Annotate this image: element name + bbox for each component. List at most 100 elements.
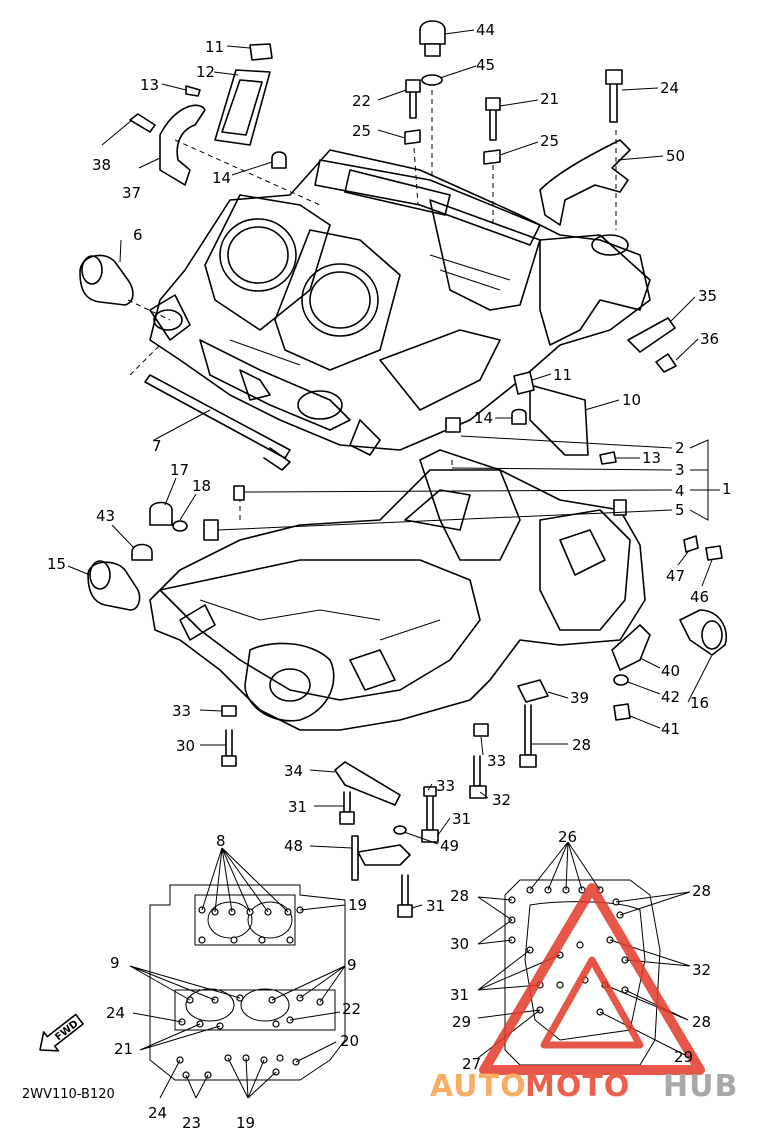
guide-35 bbox=[627, 317, 676, 353]
callout-22: 22 bbox=[352, 92, 371, 110]
callout-35: 35 bbox=[698, 287, 717, 305]
plug-17 bbox=[149, 501, 173, 526]
callout-43: 43 bbox=[96, 507, 115, 525]
plate-34 bbox=[334, 761, 401, 806]
callout-8: 8 bbox=[216, 832, 226, 850]
bolts-top bbox=[404, 69, 623, 165]
callout-10: 10 bbox=[622, 391, 641, 409]
callout-12: 12 bbox=[196, 63, 215, 81]
bolt-pattern-left bbox=[149, 884, 346, 1081]
callout-32: 32 bbox=[492, 791, 511, 809]
callout-25b: 25 bbox=[540, 132, 559, 150]
plug-14-lower bbox=[511, 408, 527, 425]
guide-39 bbox=[517, 679, 549, 703]
callout-39: 39 bbox=[570, 689, 589, 707]
oil-seal-15 bbox=[87, 560, 141, 611]
breather-cover-12 bbox=[214, 43, 273, 146]
callout-14b: 14 bbox=[474, 409, 493, 427]
bolt-38 bbox=[129, 113, 156, 133]
callout-36: 36 bbox=[700, 330, 719, 348]
callout-21: 21 bbox=[540, 90, 559, 108]
callout-48: 48 bbox=[284, 837, 303, 855]
callout-9b: 9 bbox=[347, 956, 357, 974]
callout-24c: 24 bbox=[148, 1104, 167, 1122]
callout-24: 24 bbox=[660, 79, 679, 97]
watermark-auto: AUTO bbox=[430, 1069, 527, 1104]
callout-40: 40 bbox=[661, 662, 680, 680]
callout-14: 14 bbox=[212, 169, 231, 187]
spring-2 bbox=[445, 417, 461, 433]
callout-22b: 22 bbox=[342, 1000, 361, 1018]
callout-31c: 31 bbox=[426, 897, 445, 915]
oil-seal-6 bbox=[79, 254, 134, 306]
callout-37: 37 bbox=[122, 184, 141, 202]
callout-23: 23 bbox=[182, 1114, 201, 1132]
callout-29: 29 bbox=[452, 1013, 471, 1031]
callout-33c: 33 bbox=[436, 777, 455, 795]
callout-11b: 11 bbox=[553, 366, 572, 384]
callout-3: 3 bbox=[675, 461, 685, 479]
leader-lines bbox=[67, 29, 720, 1099]
callout-28c: 28 bbox=[692, 882, 711, 900]
spring-5 bbox=[203, 519, 219, 541]
callout-33b: 33 bbox=[487, 752, 506, 770]
screw-13-lower bbox=[599, 451, 617, 465]
bolt-41 bbox=[613, 703, 631, 721]
callout-15: 15 bbox=[47, 555, 66, 573]
callout-33: 33 bbox=[172, 702, 191, 720]
callout-5: 5 bbox=[675, 501, 685, 519]
callout-7: 7 bbox=[152, 437, 162, 455]
callout-46: 46 bbox=[690, 588, 709, 606]
callout-29b: 29 bbox=[674, 1048, 693, 1066]
callout-28d: 28 bbox=[692, 1013, 711, 1031]
callout-49: 49 bbox=[440, 837, 459, 855]
plug-14-upper bbox=[271, 151, 287, 169]
diagram-code: 2WV110-B120 bbox=[22, 1087, 115, 1102]
callout-13b: 13 bbox=[642, 449, 661, 467]
callout-26: 26 bbox=[558, 828, 577, 846]
lower-bolts bbox=[221, 704, 537, 918]
callout-50: 50 bbox=[666, 147, 685, 165]
o-ring-45 bbox=[421, 74, 443, 86]
callout-44: 44 bbox=[476, 21, 495, 39]
callout-28b: 28 bbox=[450, 887, 469, 905]
callout-11: 11 bbox=[205, 38, 224, 56]
callout-9: 9 bbox=[110, 954, 120, 972]
bolt-36 bbox=[655, 353, 677, 373]
callout-30: 30 bbox=[176, 737, 195, 755]
callout-18: 18 bbox=[192, 477, 211, 495]
callout-24b: 24 bbox=[106, 1004, 125, 1022]
oil-filler-cap-44 bbox=[419, 20, 446, 57]
dowel-4 bbox=[233, 485, 245, 501]
o-ring-18 bbox=[172, 520, 188, 532]
callout-4: 4 bbox=[675, 482, 685, 500]
plate-10 bbox=[529, 384, 589, 456]
watermark-moto: MOTO bbox=[525, 1069, 630, 1104]
callout-28: 28 bbox=[572, 736, 591, 754]
callout-13: 13 bbox=[140, 76, 159, 94]
callout-19: 19 bbox=[348, 896, 367, 914]
oil-tube-7 bbox=[144, 374, 291, 471]
bracket-37 bbox=[159, 104, 206, 186]
washer-47 bbox=[683, 535, 699, 553]
callout-2: 2 bbox=[675, 439, 685, 457]
oil-seal-16 bbox=[679, 609, 727, 656]
callout-6: 6 bbox=[133, 226, 143, 244]
callout-numbers: 11 12 13 38 37 14 6 44 45 22 25 21 25 24… bbox=[47, 21, 732, 1132]
callout-16: 16 bbox=[690, 694, 709, 712]
o-ring-49 bbox=[393, 825, 407, 835]
screw-13-upper bbox=[185, 85, 201, 97]
callout-38: 38 bbox=[92, 156, 111, 174]
callout-1: 1 bbox=[722, 480, 732, 498]
front-arrow-icon: FWD bbox=[39, 1013, 84, 1052]
watermark: AUTO MOTO HUB bbox=[430, 883, 737, 1104]
cap-43 bbox=[131, 543, 153, 561]
callout-42: 42 bbox=[661, 688, 680, 706]
bolt-46 bbox=[705, 545, 723, 561]
callout-32b: 32 bbox=[692, 961, 711, 979]
callout-17: 17 bbox=[170, 461, 189, 479]
callout-21b: 21 bbox=[114, 1040, 133, 1058]
callout-41: 41 bbox=[661, 720, 680, 738]
